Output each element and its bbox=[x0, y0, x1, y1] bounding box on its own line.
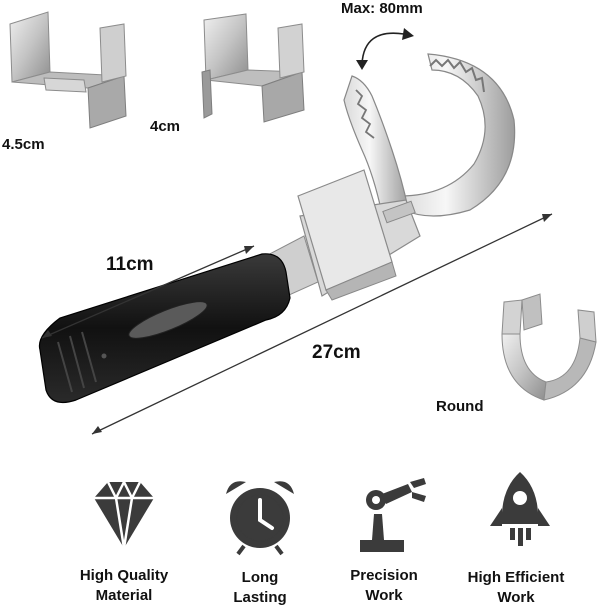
feature-efficient-line1: High Efficient bbox=[467, 569, 565, 586]
wrench-image bbox=[38, 53, 516, 403]
total-length-label: 27cm bbox=[312, 342, 361, 363]
clip-4cm-label: 4cm bbox=[150, 118, 181, 135]
clip-4-5cm-label: 4.5cm bbox=[2, 136, 45, 153]
max-opening-label: Max: 80mm bbox=[341, 0, 423, 17]
clip-4-5cm-image bbox=[9, 11, 127, 129]
feature-precision-line2: Work bbox=[365, 587, 403, 604]
handle-length-label: 11cm bbox=[106, 254, 154, 275]
feature-lasting-line2: Lasting bbox=[233, 589, 287, 606]
feature-precision-label: Precision Work bbox=[324, 566, 444, 606]
feature-lasting-label: Long Lasting bbox=[200, 568, 320, 608]
diamond-icon bbox=[94, 479, 154, 549]
clip-4cm-image bbox=[201, 13, 305, 123]
rotation-arrow-icon bbox=[356, 28, 414, 70]
feature-efficient-label: High Efficient Work bbox=[456, 568, 576, 608]
feature-quality-line1: High Quality bbox=[79, 567, 169, 584]
feature-quality-line2: Material bbox=[95, 587, 153, 604]
feature-lasting-line1: Long bbox=[241, 569, 279, 586]
clip-round-label: Round bbox=[436, 398, 484, 415]
feature-quality-label: High Quality Material bbox=[64, 566, 184, 606]
rocket-icon bbox=[490, 472, 550, 546]
feature-precision-line1: Precision bbox=[350, 567, 418, 584]
robot-arm-icon bbox=[360, 478, 426, 552]
alarm-clock-icon bbox=[226, 481, 294, 556]
feature-efficient-line2: Work bbox=[497, 589, 535, 606]
clip-round-image bbox=[501, 293, 597, 401]
